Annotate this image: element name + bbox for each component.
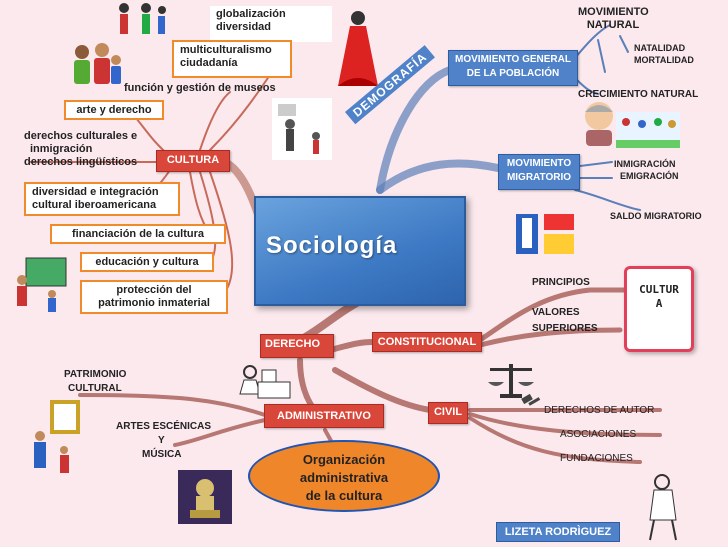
label-saldo-migratorio: SALDO MIGRATORIO xyxy=(610,211,702,221)
label-mortalidad: MORTALIDAD xyxy=(634,55,694,65)
art-gallery-illustration xyxy=(28,400,80,480)
node-civil: CIVIL xyxy=(428,402,468,424)
label-movimiento-natural: MOVIMIENTO NATURAL xyxy=(578,6,649,31)
node-movimiento-migratorio: MOVIMIENTO MIGRATORIO xyxy=(498,154,580,190)
node-cultura-label: CULTURA xyxy=(166,154,220,166)
label-principios: PRINCIPIOS xyxy=(532,277,590,288)
gavel-illustration xyxy=(518,392,542,412)
label-natalidad: NATALIDAD xyxy=(634,43,686,53)
node-administrativo: ADMINISTRATIVO xyxy=(264,404,384,428)
label-superiores: SUPERIORES xyxy=(532,323,598,334)
label-crecimiento-natural: CRECIMIENTO NATURAL xyxy=(578,89,699,100)
label-proteccion-1: protección del xyxy=(116,284,192,296)
label-arte-derecho: arte y derecho xyxy=(76,104,152,116)
bust-sculpture-illustration xyxy=(178,470,232,524)
label-fundaciones: FUNDACIONES xyxy=(560,453,633,464)
scales-of-justice-illustration xyxy=(484,360,538,400)
label-diversidad: diversidad xyxy=(216,21,272,33)
label-multiculturalismo: multiculturalismo xyxy=(180,44,272,56)
label-museos: función y gestión de museos xyxy=(124,82,276,94)
label-valores: VALORES xyxy=(532,307,580,318)
label-artes-3: MÚSICA xyxy=(142,449,182,460)
box-proteccion: protección del patrimonio inmaterial xyxy=(80,280,228,314)
label-ciudadania: ciudadanía xyxy=(180,57,238,69)
scroll-cultura: CULTURA xyxy=(624,266,694,352)
label-emigracion: EMIGRACIÓN xyxy=(620,171,679,181)
node-cultura: CULTURA xyxy=(156,150,230,172)
family-illustration xyxy=(68,40,124,88)
label-asociaciones: ASOCIACIONES xyxy=(560,429,637,440)
grandmother-illustration xyxy=(576,98,622,146)
desk-worker-illustration xyxy=(236,362,294,408)
central-node-sociologia: Sociología xyxy=(254,196,466,306)
box-arte-derecho: arte y derecho xyxy=(64,100,164,120)
flamenco-dancer-illustration xyxy=(330,6,386,90)
label-proteccion-2: patrimonio inmaterial xyxy=(98,297,210,309)
label-artes-2: Y xyxy=(158,435,165,446)
jester-figure-illustration xyxy=(640,470,688,542)
org-line-1: Organización xyxy=(302,452,386,467)
dancers-illustration xyxy=(110,0,170,40)
label-patrimonio-1: PATRIMONIO xyxy=(64,369,127,380)
scroll-cultura-label: CULTURA xyxy=(639,283,679,310)
node-civil-label: CIVIL xyxy=(433,406,463,418)
label-diversidad-integracion-2: cultural iberoamericana xyxy=(32,199,157,211)
label-inmigracion-cultura: inmigración xyxy=(30,143,93,155)
label-diversidad-integracion-1: diversidad e integración xyxy=(32,186,159,198)
label-educacion: educación y cultura xyxy=(95,256,199,268)
node-constitucional: CONSTITUCIONAL xyxy=(372,332,482,352)
label-derechos-linguisticos: derechos lingüísticos xyxy=(24,156,138,168)
node-movimiento-general: MOVIMIENTO GENERAL DE LA POBLACIÓN xyxy=(448,50,578,86)
jumping-people-illustration xyxy=(616,112,680,148)
classroom-illustration xyxy=(12,254,76,316)
label-patrimonio-2: CULTURAL xyxy=(68,383,122,394)
node-derecho-label: DERECHO xyxy=(265,338,321,350)
museum-illustration xyxy=(272,98,332,160)
label-financiacion: financiación de la cultura xyxy=(71,228,205,240)
label-derechos-autor: DERECHOS DE AUTOR xyxy=(544,405,655,416)
node-movimiento-migratorio-label: MOVIMIENTO MIGRATORIO xyxy=(506,158,572,183)
label-globalizacion-diversidad: globalización diversidad xyxy=(210,6,332,42)
box-educacion: educación y cultura xyxy=(80,252,214,272)
node-movimiento-general-label: MOVIMIENTO GENERAL DE LA POBLACIÓN xyxy=(455,54,571,79)
label-derechos-culturales: derechos culturales e xyxy=(24,130,138,142)
label-globalizacion: globalización xyxy=(216,8,286,20)
box-multiculturalismo: multiculturalismo ciudadanía xyxy=(172,40,292,78)
node-organizacion-administrativa: Organización administrativa de la cultur… xyxy=(248,440,440,512)
pillars-illustration xyxy=(514,210,578,258)
org-line-3: de la cultura xyxy=(305,488,383,503)
box-financiacion: financiación de la cultura xyxy=(50,224,226,244)
label-artes-1: ARTES ESCÉNICAS xyxy=(116,421,212,432)
box-diversidad-integracion: diversidad e integración cultural iberoa… xyxy=(24,182,180,216)
node-administrativo-label: ADMINISTRATIVO xyxy=(277,410,371,422)
central-title: Sociología xyxy=(266,232,398,259)
node-constitucional-label: CONSTITUCIONAL xyxy=(377,336,477,348)
author-badge: LIZETA RODRÌGUEZ xyxy=(496,522,620,542)
node-derecho: DERECHO xyxy=(260,334,334,358)
org-line-2: administrativa xyxy=(299,470,389,485)
label-inmigracion-demo: INMIGRACIÓN xyxy=(614,159,676,169)
